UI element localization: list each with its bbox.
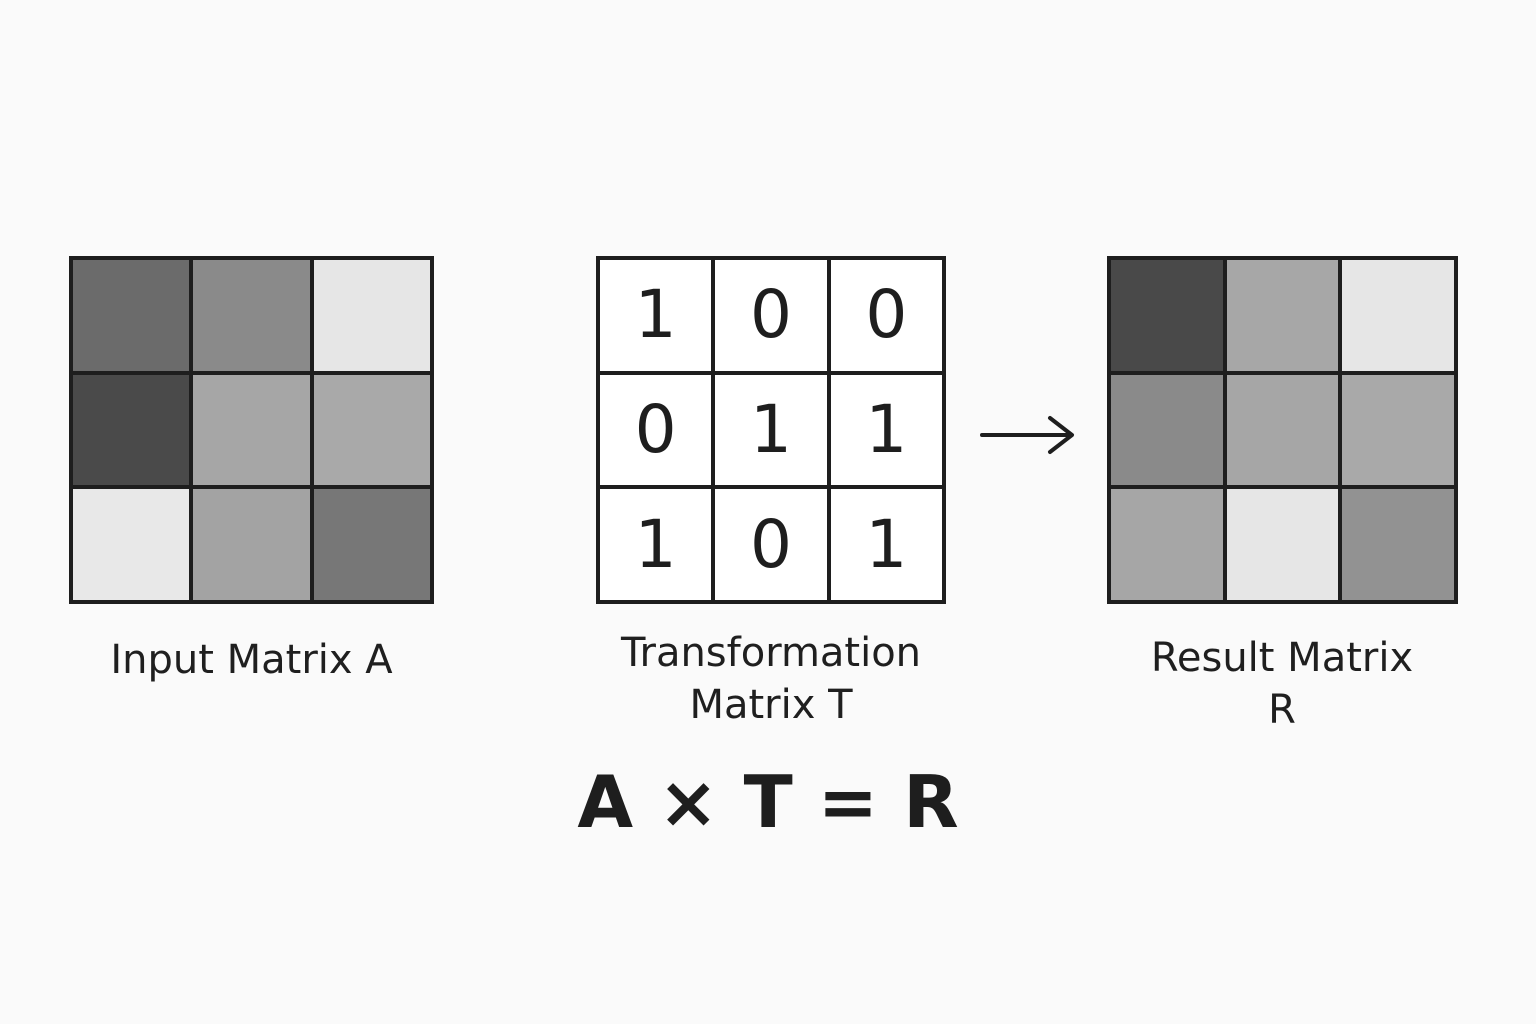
result-matrix-label-line2: R bbox=[1268, 687, 1296, 733]
input-matrix-cell bbox=[193, 489, 310, 600]
equation-lhs2: T bbox=[743, 760, 793, 844]
result-matrix-cell bbox=[1342, 260, 1454, 371]
transformation-matrix-label-line2: Matrix T bbox=[689, 682, 853, 728]
result-matrix-cell bbox=[1342, 489, 1454, 600]
input-matrix-cell bbox=[73, 489, 190, 600]
input-matrix-cell bbox=[73, 260, 190, 371]
input-matrix-a bbox=[69, 256, 434, 604]
result-matrix-cell bbox=[1226, 260, 1339, 371]
equation-lhs1: A bbox=[577, 760, 634, 844]
transformation-matrix-cell: 1 bbox=[600, 260, 712, 371]
transformation-matrix-cell: 1 bbox=[715, 374, 827, 486]
result-matrix-cell bbox=[1111, 260, 1223, 371]
transformation-matrix-cell: 1 bbox=[830, 489, 942, 600]
result-matrix-cell bbox=[1111, 489, 1223, 600]
equation-equals: = bbox=[817, 760, 879, 844]
result-matrix-label: Result Matrix R bbox=[1082, 632, 1482, 736]
input-matrix-cell bbox=[193, 260, 310, 371]
result-matrix-label-line1: Result Matrix bbox=[1150, 635, 1414, 681]
result-matrix-cell bbox=[1226, 489, 1339, 600]
transformation-matrix-cell: 0 bbox=[715, 260, 827, 371]
result-matrix-cell bbox=[1111, 374, 1223, 486]
transformation-matrix-cell: 1 bbox=[600, 489, 712, 600]
input-matrix-label: Input Matrix A bbox=[110, 637, 393, 683]
result-matrix-cell bbox=[1226, 374, 1339, 486]
transformation-matrix-cell: 0 bbox=[600, 374, 712, 486]
transformation-matrix-label: Transformation Matrix T bbox=[571, 627, 971, 731]
input-matrix-cell bbox=[193, 374, 310, 486]
right-arrow-icon bbox=[980, 416, 1074, 454]
result-matrix-cell bbox=[1342, 374, 1454, 486]
equation-times: × bbox=[658, 760, 719, 844]
input-matrix-cell bbox=[73, 374, 190, 486]
transformation-matrix-cell: 0 bbox=[830, 260, 942, 371]
transformation-matrix-cell: 1 bbox=[830, 374, 942, 486]
equation: A × T = R bbox=[468, 760, 1068, 844]
equation-rhs: R bbox=[903, 760, 959, 844]
input-matrix-cell bbox=[313, 374, 430, 486]
transformation-matrix-cell: 0 bbox=[715, 489, 827, 600]
result-matrix-r bbox=[1107, 256, 1458, 604]
input-matrix-cell bbox=[313, 489, 430, 600]
input-matrix-cell bbox=[313, 260, 430, 371]
transformation-matrix-label-line1: Transformation bbox=[620, 630, 922, 676]
